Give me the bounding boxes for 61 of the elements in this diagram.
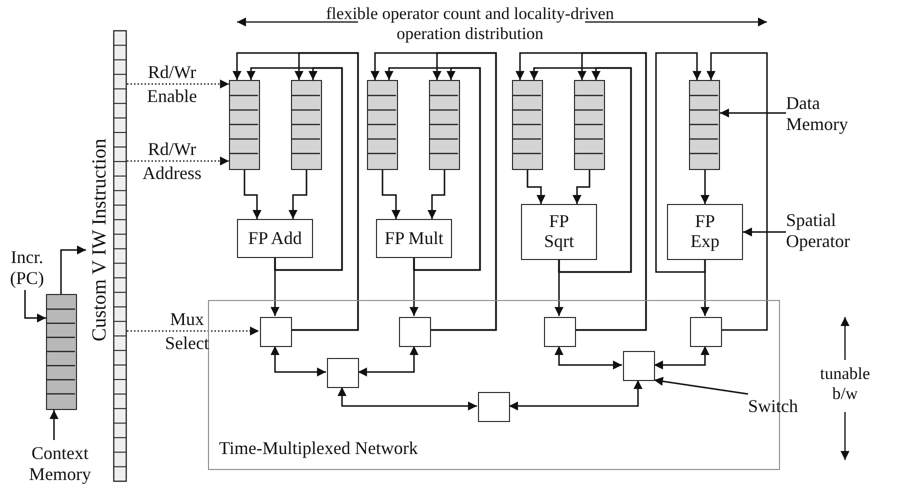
arrow: [288, 170, 308, 219]
arrow: [60, 246, 86, 294]
switch-box: [327, 358, 359, 388]
arrow: [509, 380, 642, 410]
vertical-label: Custom V IW Instruction: [88, 138, 112, 342]
arrow: [430, 52, 497, 331]
arrow: [572, 170, 590, 204]
arrow: [700, 170, 710, 204]
operator-box: FP Sqrt: [521, 204, 597, 260]
callout-text: Incr. (PC): [2, 246, 52, 290]
edge-label: Rd/Wr Address: [142, 138, 202, 185]
switch-box: [544, 317, 576, 347]
arrow: [338, 387, 477, 410]
switch-box: [690, 317, 722, 347]
arrow: [706, 52, 768, 331]
callout-text: Switch: [748, 394, 808, 418]
bandwidth-note: tunable b/w: [818, 364, 872, 404]
memory-column: [291, 80, 322, 170]
arrow: [50, 410, 58, 440]
edge-label: Mux Select: [164, 308, 210, 355]
operator-box: FP Add: [237, 219, 313, 258]
operator-box: FP Exp: [667, 204, 743, 260]
context-memory-column: [46, 294, 77, 410]
switch-box: [623, 351, 655, 381]
switch-box: [260, 317, 292, 347]
arrow: [428, 170, 446, 219]
arrow: [526, 170, 546, 204]
arrow: [554, 346, 622, 370]
arrow: [654, 346, 710, 370]
dotted-arrow: [127, 326, 259, 336]
arrow: [720, 108, 786, 118]
memory-column: [429, 80, 460, 170]
arrow: [244, 170, 262, 219]
arrow: [358, 346, 418, 376]
switch-box: [478, 392, 510, 422]
span-note: flexible operator count and locality-driven operation distribution: [325, 4, 615, 44]
panel-title: Time-Multiplexed Network: [219, 438, 418, 459]
memory-column: [367, 80, 398, 170]
arrow: [274, 67, 343, 271]
callout-text: Spatial Operator: [786, 205, 890, 257]
arrow: [270, 346, 326, 376]
arrow: [655, 52, 706, 273]
arrow: [575, 52, 647, 331]
memory-column: [512, 80, 543, 170]
arrow: [24, 290, 46, 322]
dotted-arrow: [127, 80, 229, 88]
arrow: [654, 376, 748, 395]
dotted-arrow: [127, 156, 229, 166]
callout-text: Data Memory: [786, 90, 878, 138]
memory-column: [574, 80, 605, 170]
edge-label: Rd/Wr Enable: [146, 61, 198, 108]
switch-box: [399, 317, 431, 347]
operator-box: FP Mult: [376, 219, 452, 258]
memory-column: [229, 80, 260, 170]
arrow: [743, 228, 786, 236]
callout-text: Context Memory: [20, 440, 100, 488]
arrow: [382, 170, 400, 219]
arrow: [558, 67, 632, 273]
memory-column: [689, 80, 720, 170]
arrow: [291, 52, 359, 331]
arrow: [413, 67, 481, 271]
